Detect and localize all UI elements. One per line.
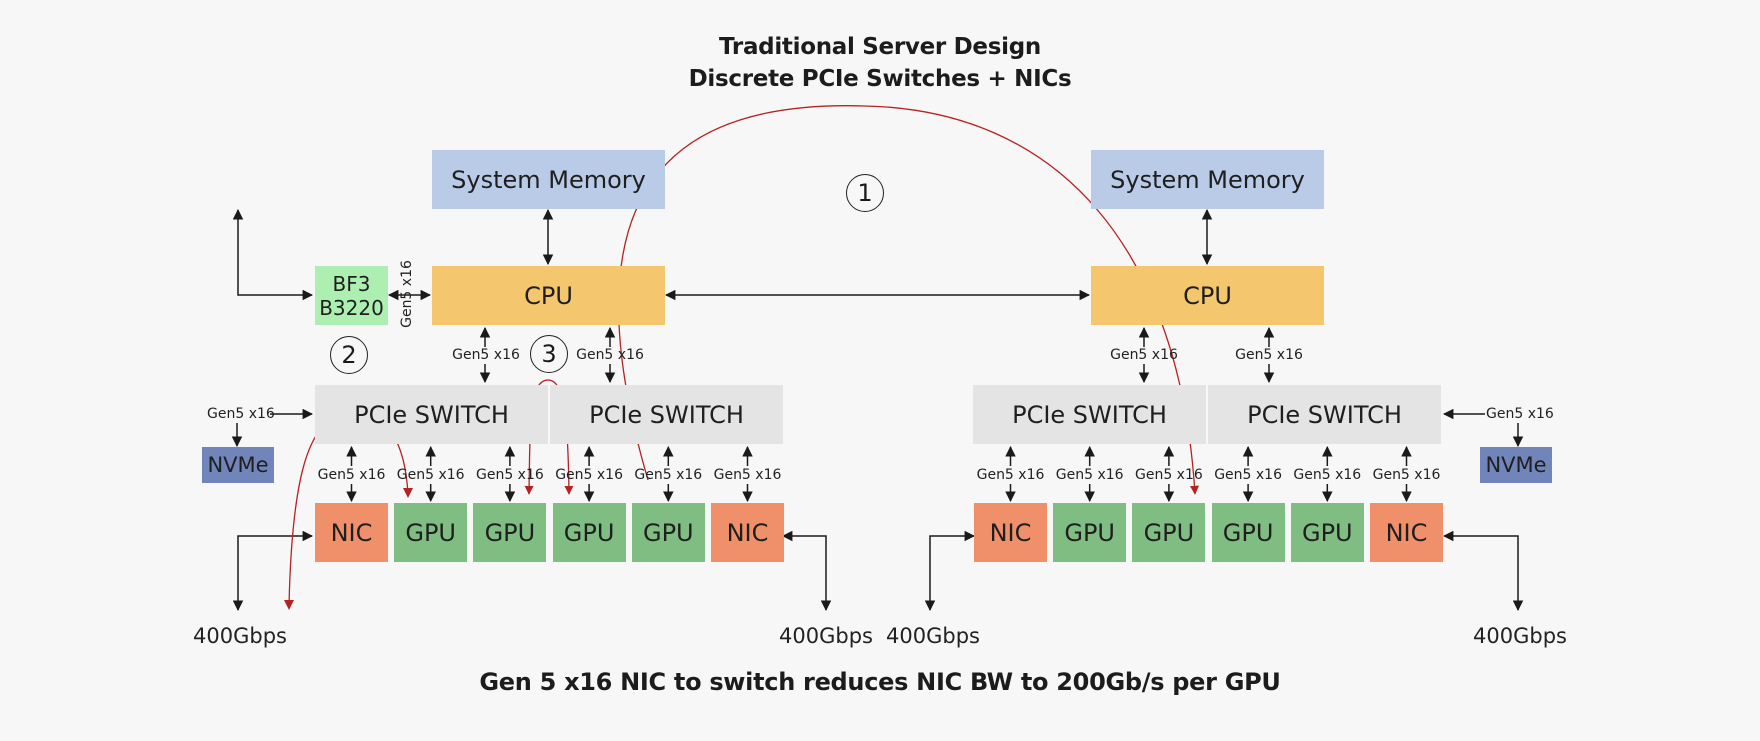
device-link-label: Gen5 x16 [1214, 467, 1282, 483]
right-gpu-4: GPU [1211, 503, 1285, 562]
device-link-label: Gen5 x16 [713, 467, 782, 483]
footer-caption: Gen 5 x16 NIC to switch reduces NIC BW t… [479, 668, 1281, 696]
right-gpu-5: GPU [1290, 503, 1364, 562]
flow-arrowhead [284, 600, 294, 610]
flow-arrowhead [403, 488, 413, 498]
cpu-left: CPU [432, 266, 665, 325]
network-bw-label: 400Gbps [779, 624, 873, 648]
device-link-label: Gen5 x16 [634, 467, 703, 483]
left-gpu-2: GPU [394, 503, 468, 562]
system-memory-left: System Memory [432, 150, 665, 209]
right-gpu-2: GPU [1053, 503, 1127, 562]
left-gpu-4: GPU [552, 503, 626, 562]
system-memory-right: System Memory [1091, 150, 1324, 209]
left-gpu-3: GPU [473, 503, 547, 562]
diagram-title-line2: Discrete PCIe Switches + NICs [688, 66, 1072, 92]
device-link-label: Gen5 x16 [475, 467, 544, 483]
pcie-switch-right-2: PCIe SWITCH [1208, 385, 1441, 444]
bf3-link-label: Gen5 x16 [398, 260, 415, 328]
cpu-switch-link-label: Gen5 x16 [1235, 347, 1303, 363]
bf3-dpu: BF3 B3220 [315, 266, 388, 325]
cpu-switch-link-label: Gen5 x16 [1110, 347, 1178, 363]
nvme-link-label: Gen5 x16 [1486, 406, 1554, 422]
right-nic-1: NIC [974, 503, 1047, 562]
nvme-right: NVMe [1480, 447, 1552, 483]
device-link-label: Gen5 x16 [1055, 467, 1124, 483]
network-bw-label: 400Gbps [193, 624, 287, 648]
nvme-link-label: Gen5 x16 [207, 406, 275, 422]
left-nic-6: NIC [711, 503, 784, 562]
device-link-label: Gen5 x16 [976, 467, 1045, 483]
callout-1: 1 [846, 174, 884, 212]
right-gpu-3: GPU [1132, 503, 1206, 562]
bf3-uplink [232, 208, 314, 301]
device-link-label: Gen5 x16 [1134, 467, 1203, 483]
pcie-switch-left-1: PCIe SWITCH [315, 385, 548, 444]
nvme-left: NVMe [202, 447, 274, 483]
right-nic-6: NIC [1370, 503, 1443, 562]
diagram-title-line1: Traditional Server Design [719, 34, 1041, 60]
cpu-switch-link-label: Gen5 x16 [452, 347, 520, 363]
pcie-switch-left-2: PCIe SWITCH [550, 385, 783, 444]
pcie-switch-right-1: PCIe SWITCH [973, 385, 1206, 444]
left-gpu-5: GPU [631, 503, 705, 562]
left-nic-1: NIC [315, 503, 388, 562]
network-bw-label: 400Gbps [886, 624, 980, 648]
device-link-label: Gen5 x16 [555, 467, 623, 483]
bf3-label-line2: B3220 [319, 295, 384, 320]
network-bw-label: 400Gbps [1473, 624, 1567, 648]
device-link-label: Gen5 x16 [1372, 467, 1441, 483]
cpu-switch-link-label: Gen5 x16 [576, 347, 644, 363]
bf3-label-line1: BF3 [332, 271, 371, 296]
device-link-label: Gen5 x16 [1293, 467, 1362, 483]
callout-3: 3 [530, 335, 568, 373]
device-link-label: Gen5 x16 [396, 467, 465, 483]
callout-2: 2 [330, 336, 368, 374]
cpu-right: CPU [1091, 266, 1324, 325]
device-link-label: Gen5 x16 [317, 467, 386, 483]
